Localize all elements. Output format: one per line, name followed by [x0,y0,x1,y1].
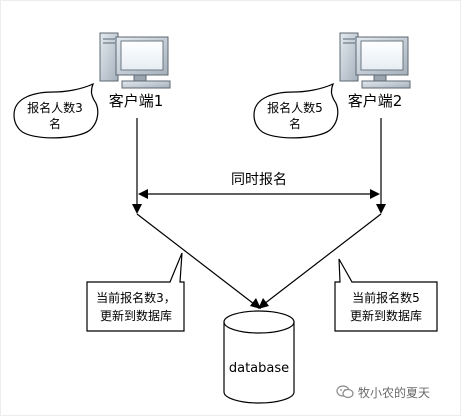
sync-label: 同时报名 [231,172,287,188]
sync-double-arrow [138,189,380,199]
client2-label: 客户端2 [348,92,403,110]
arrow-client1-down [132,118,142,214]
note-left-line1: 当前报名数3， [96,290,176,305]
bubble2-line2: 名 [289,116,301,131]
bubble2-line1: 报名人数5 [267,100,323,115]
client1-label: 客户端1 [109,92,164,110]
computer-icon-client1 [99,32,171,89]
note-right-line1: 当前报名数5 [352,290,420,305]
note-left: 当前报名数3， 更新到数据库 [86,252,185,332]
database-cylinder: database [223,310,295,404]
arrow-client1-to-db [136,213,261,309]
database-label: database [229,361,289,376]
arrow-client2-down [376,118,386,214]
note-left-line2: 更新到数据库 [100,308,172,323]
watermark-text: 牧小农的夏天 [358,385,431,400]
wechat-icon [336,385,354,399]
bubble1-line2: 名 [49,116,61,131]
watermark: 牧小农的夏天 [336,381,430,403]
note-right-line2: 更新到数据库 [350,308,422,323]
note-right: 当前报名数5 更新到数据库 [334,258,438,332]
bubble1-line1: 报名人数3 [27,100,83,115]
computer-icon-client2 [339,32,411,89]
speech-bubble-client1: 报名人数3 名 [13,82,99,139]
speech-bubble-client2: 报名人数5 名 [253,82,339,139]
arrow-client2-to-db [258,213,382,309]
